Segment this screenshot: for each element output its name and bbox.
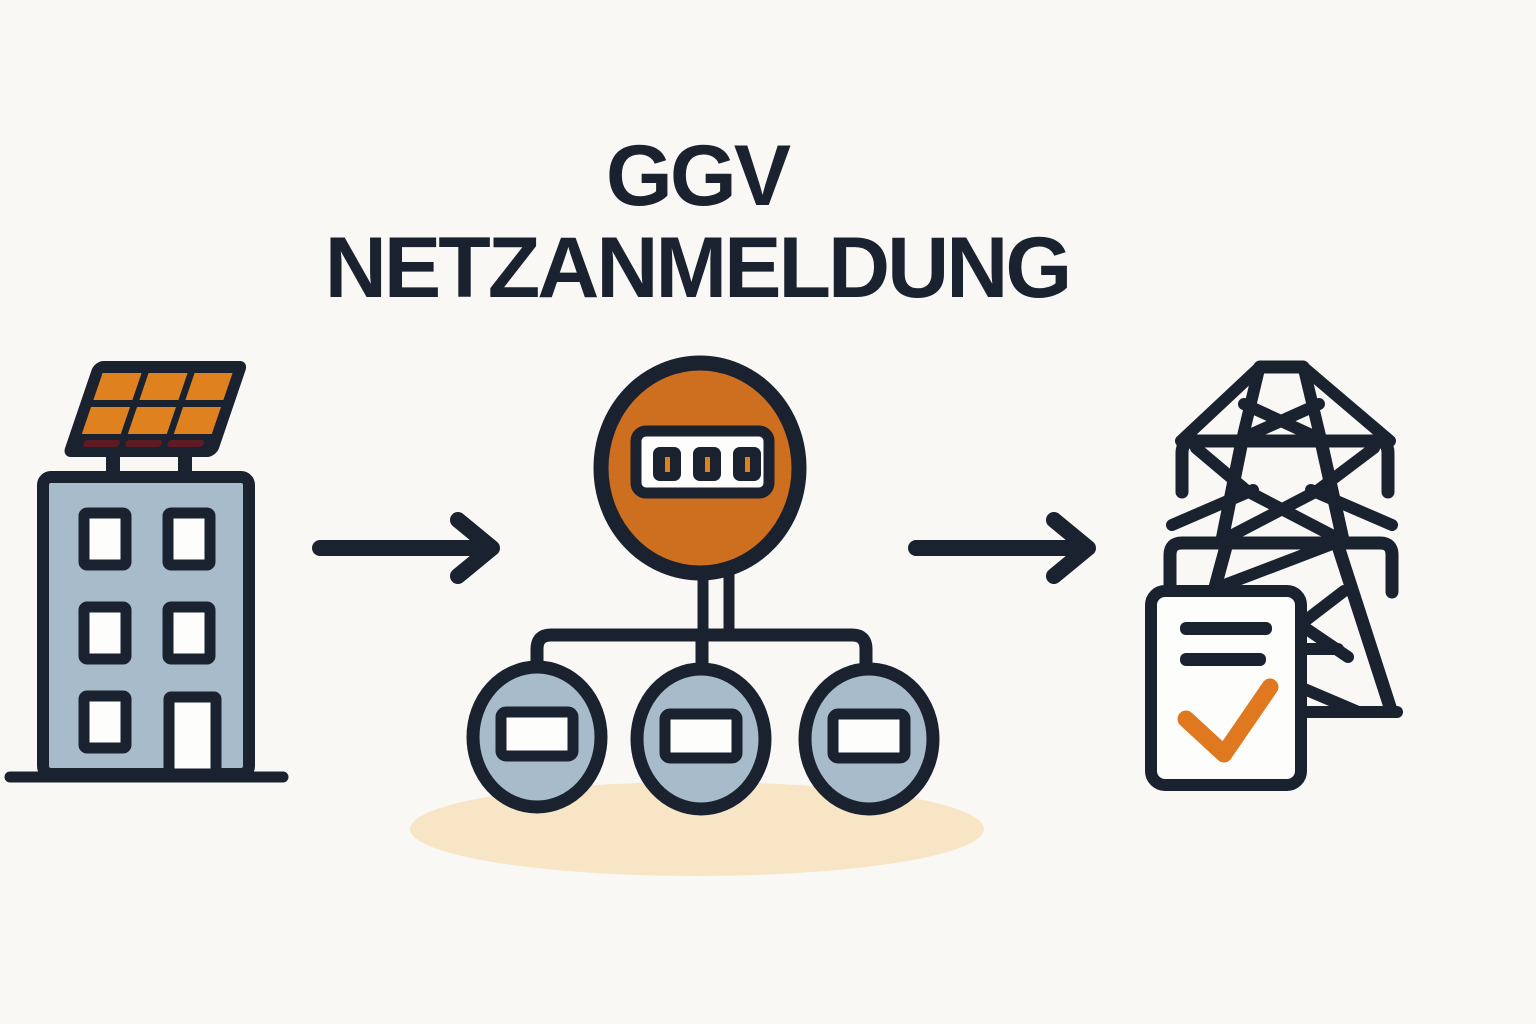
document-line	[1180, 653, 1266, 666]
window	[78, 507, 132, 571]
check-mark-icon	[1177, 678, 1279, 763]
pylon-brace	[1208, 538, 1338, 595]
pylon-crossarm	[1163, 536, 1399, 599]
title-line-1: GGV	[605, 128, 791, 224]
panel-cell	[81, 407, 131, 434]
pylon-crossarm	[1175, 434, 1395, 499]
pylon-brace	[1217, 485, 1323, 546]
arrow-head	[1046, 512, 1096, 584]
sub-meter-display	[495, 706, 579, 762]
page-title: GGV NETZANMELDUNG	[0, 130, 1465, 314]
flow-arrow-icon	[312, 512, 500, 584]
digit-tick	[705, 457, 710, 472]
panel-cell	[173, 407, 222, 434]
pylon-strut	[1175, 361, 1266, 447]
window	[162, 601, 216, 665]
pylon-leg	[1314, 434, 1350, 547]
approved-document-icon	[1145, 585, 1307, 791]
arrow-head	[450, 512, 500, 584]
sub-meter-icon	[630, 662, 772, 816]
panel-trim	[125, 440, 162, 447]
sub-meter-icon	[466, 660, 608, 814]
document-line	[1180, 622, 1272, 635]
panel-cell	[93, 373, 142, 400]
title-line-2: NETZANMELDUNG	[324, 220, 1073, 316]
pylon-brace	[1241, 485, 1347, 546]
digit-tick	[745, 457, 750, 472]
pylon-brace	[1237, 398, 1325, 444]
pylon-strut	[1305, 484, 1398, 531]
pylon-leg	[1215, 434, 1249, 547]
document-sheet	[1145, 585, 1307, 791]
solar-building-icon	[4, 361, 289, 783]
window	[78, 601, 132, 665]
digit-tick	[665, 457, 670, 472]
main-meter-icon	[530, 355, 873, 682]
window	[162, 507, 216, 571]
door	[163, 691, 222, 780]
pylon-strut	[1166, 484, 1259, 531]
window	[78, 690, 132, 754]
power-pylon-icon	[1163, 360, 1403, 718]
panel-trim	[83, 440, 120, 447]
panel-cell	[127, 407, 177, 434]
pylon-leg	[1330, 536, 1398, 717]
panel-cell	[139, 373, 188, 400]
sub-meter-display	[827, 708, 911, 764]
panel-trim	[167, 440, 204, 447]
sub-meter-display	[659, 708, 743, 764]
solar-panel-icon	[64, 361, 247, 457]
pylon-strut	[1297, 361, 1396, 447]
panel-cell	[185, 373, 233, 400]
flow-arrow-icon	[908, 512, 1096, 584]
sub-meter-icon	[798, 662, 940, 816]
